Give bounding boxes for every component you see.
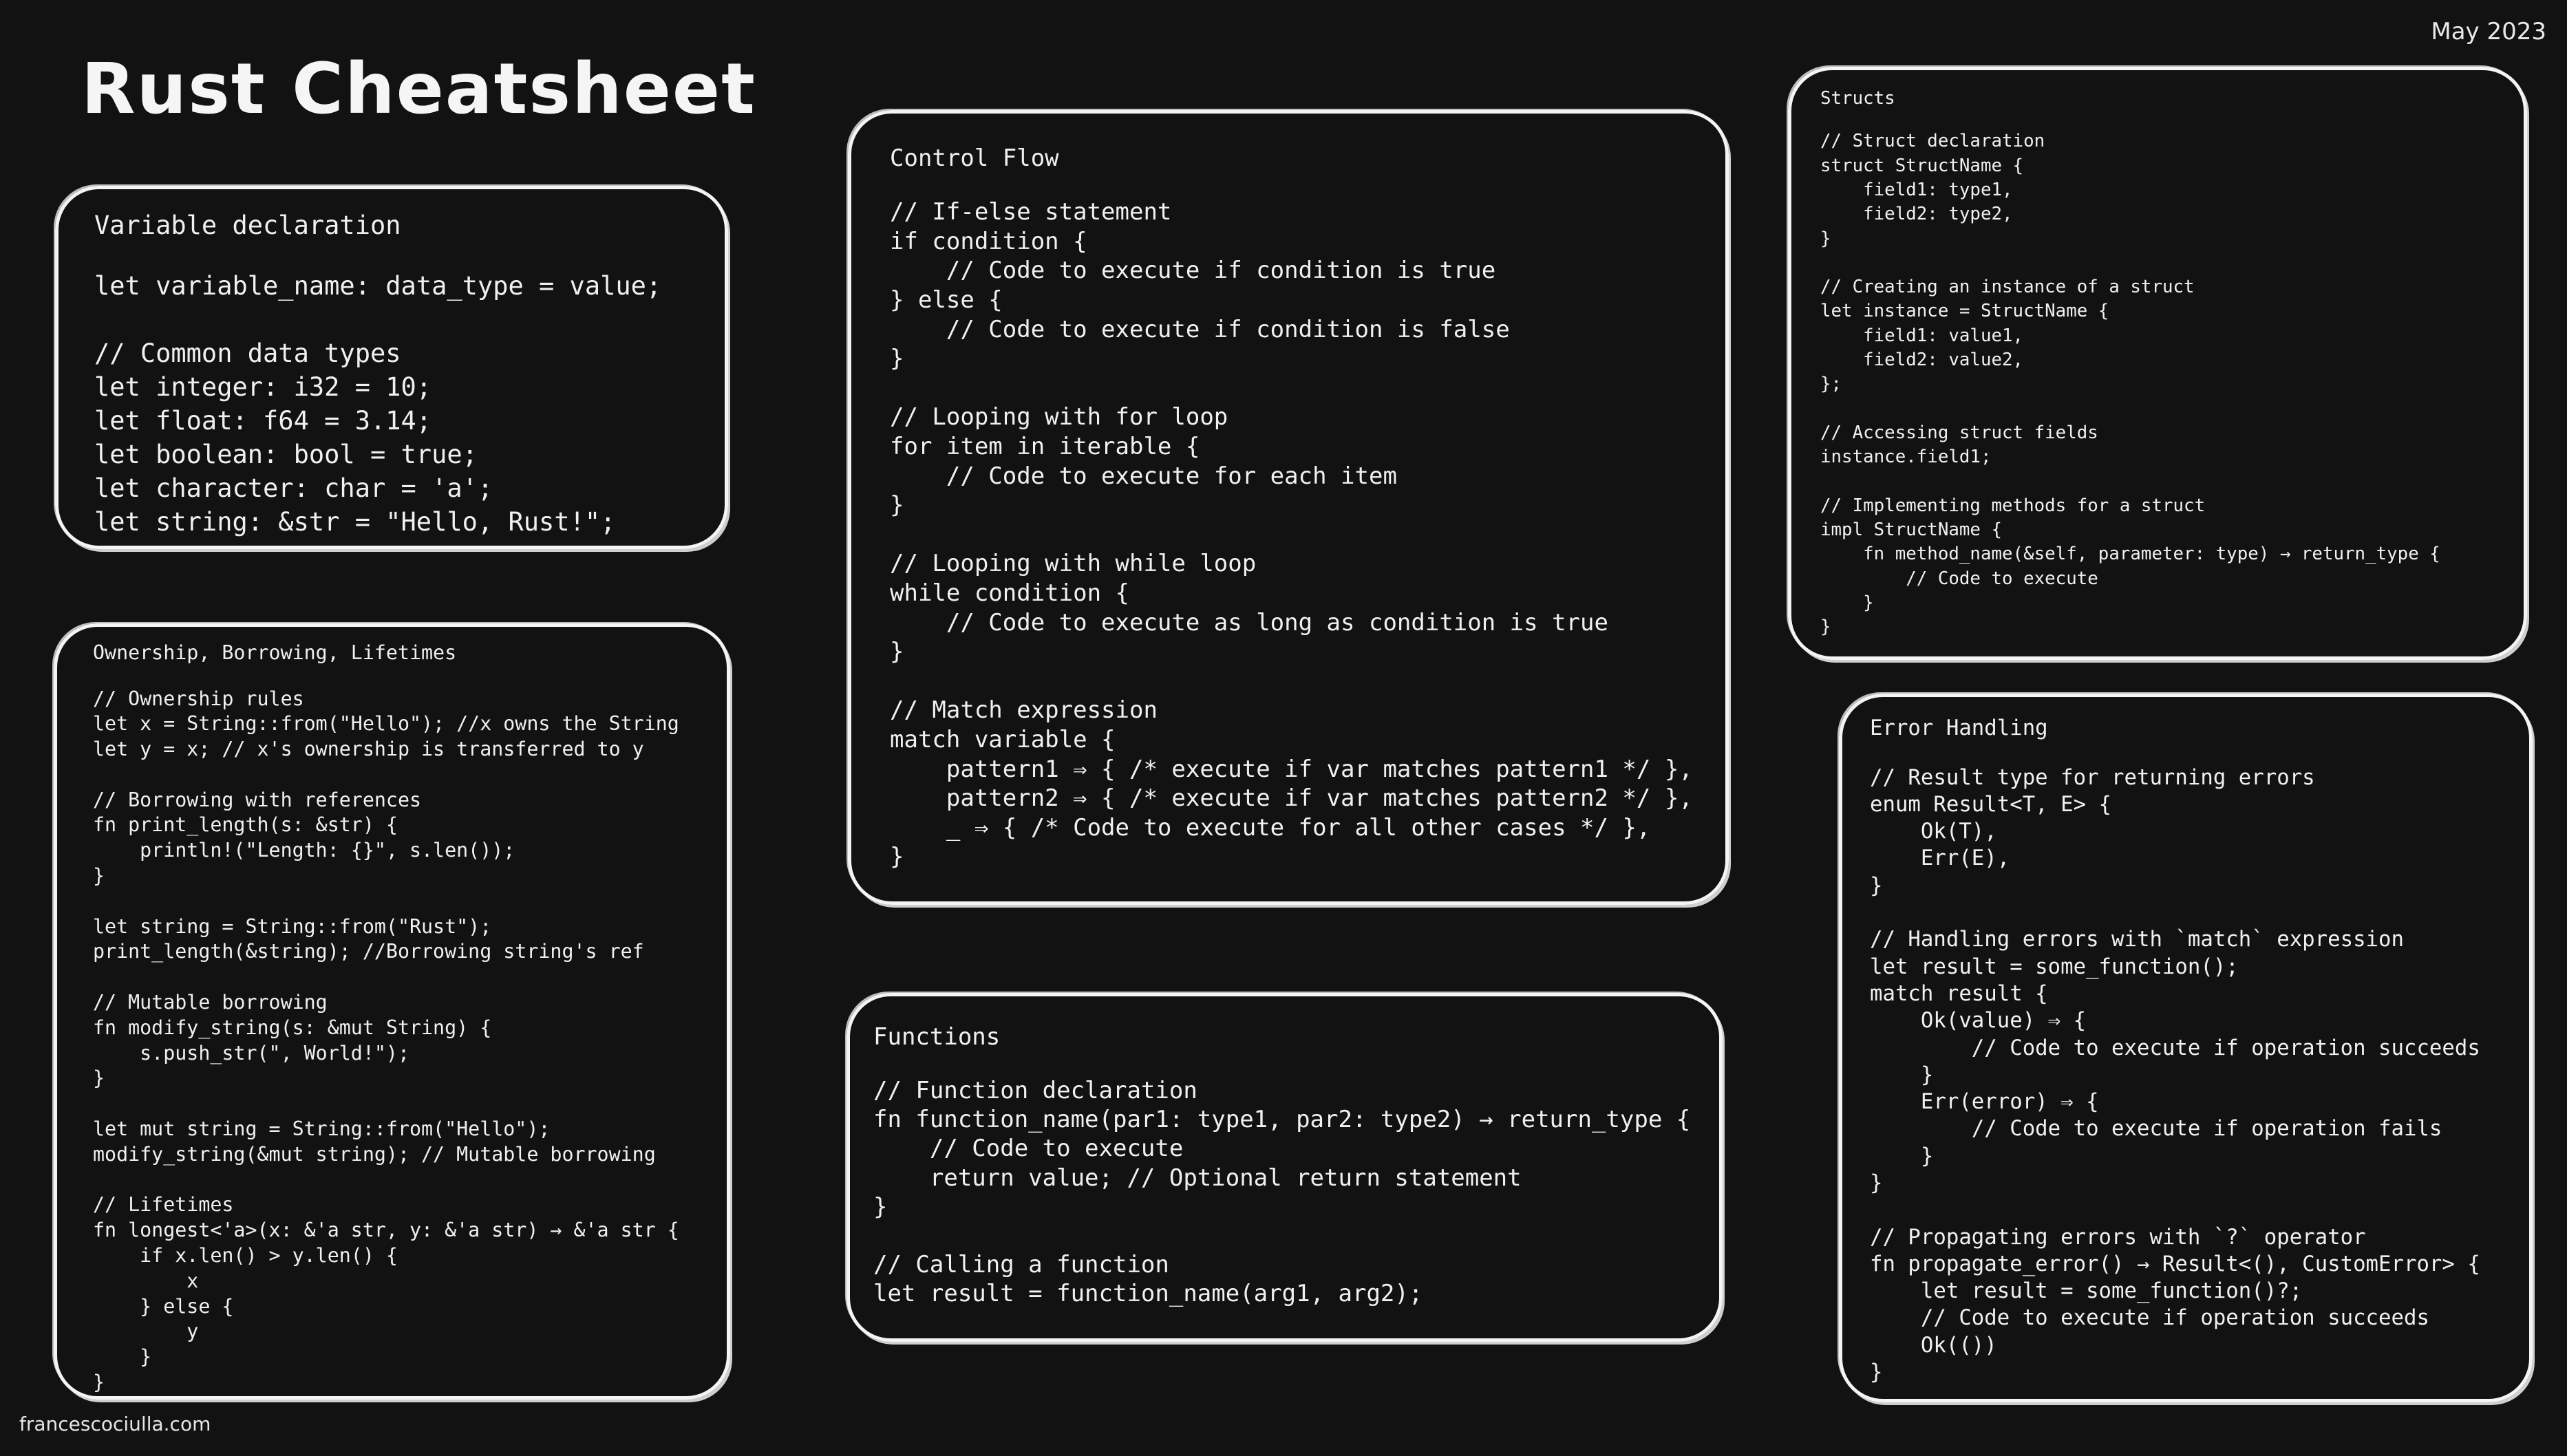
code-block: // Result type for returning errors enum… (1870, 765, 2480, 1385)
card-error-handling: Error Handling // Result type for return… (1839, 694, 2533, 1402)
code-block: let variable_name: data_type = value; //… (94, 270, 662, 537)
card-functions: Functions // Function declaration fn fun… (846, 993, 1723, 1342)
card-title: Structs (1820, 88, 1895, 109)
code-block: // Ownership rules let x = String::from(… (93, 687, 679, 1394)
card-ownership-borrowing-lifetimes: Ownership, Borrowing, Lifetimes // Owner… (54, 623, 730, 1400)
code-block: // Function declaration fn function_name… (873, 1076, 1691, 1308)
card-title: Control Flow (890, 144, 1059, 172)
code-block: // Struct declaration struct StructName … (1820, 131, 2440, 638)
card-structs: Structs // Struct declaration struct Str… (1788, 67, 2527, 660)
code-block: // If-else statement if condition { // C… (890, 198, 1693, 871)
card-control-flow: Control Flow // If-else statement if con… (848, 110, 1729, 905)
card-title: Variable declaration (94, 211, 401, 240)
page-title: Rust Cheatsheet (81, 48, 756, 130)
date-label: May 2023 (2431, 18, 2546, 45)
card-variable-declaration: Variable declaration let variable_name: … (55, 186, 728, 549)
card-title: Error Handling (1870, 716, 2048, 740)
card-title: Ownership, Borrowing, Lifetimes (93, 641, 457, 664)
footer-author: francescociulla.com (19, 1413, 211, 1435)
card-title: Functions (873, 1023, 1001, 1051)
